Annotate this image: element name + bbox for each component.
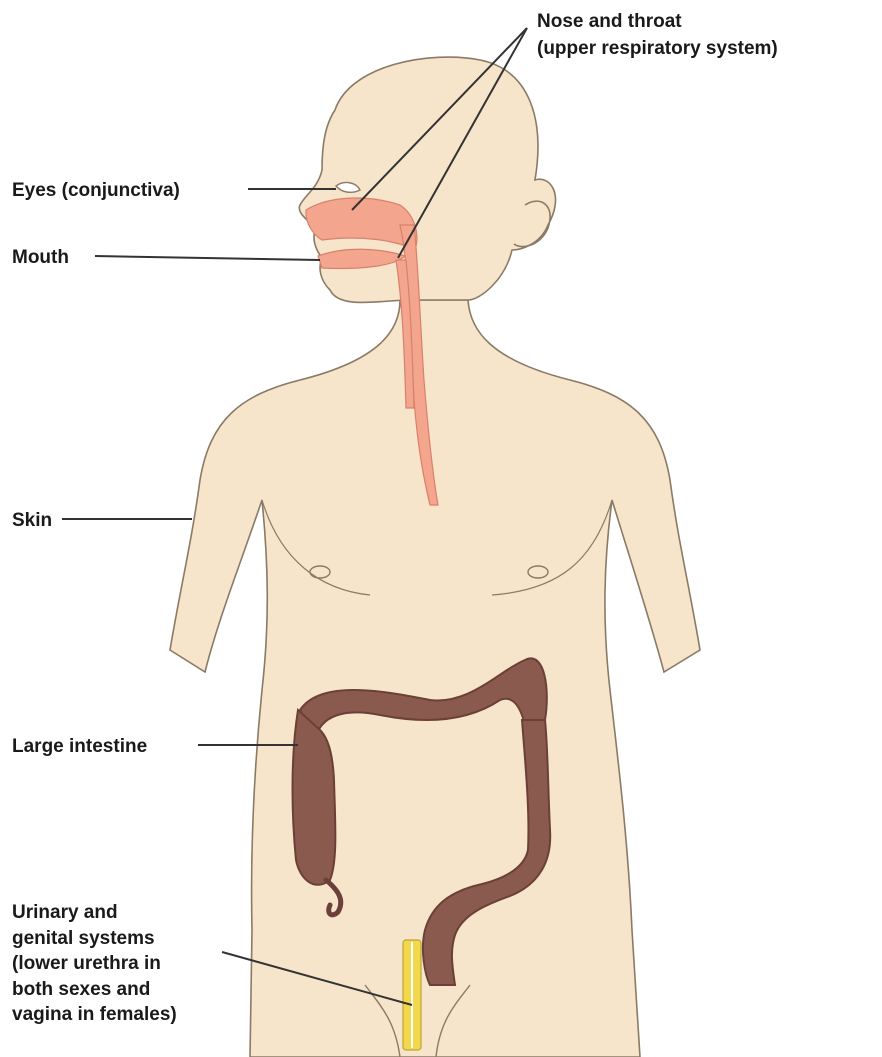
label-large-intestine: Large intestine <box>12 733 147 760</box>
label-urinary-line2: genital systems <box>12 926 177 952</box>
label-urinary-line1: Urinary and <box>12 900 177 926</box>
urethra <box>403 940 421 1050</box>
body-silhouette <box>170 57 700 1057</box>
label-nose-line1: Nose and throat <box>537 8 778 35</box>
label-nose-and-throat: Nose and throat (upper respiratory syste… <box>537 8 778 62</box>
label-eyes: Eyes (conjunctiva) <box>12 177 180 204</box>
leader-mouth <box>95 256 320 260</box>
label-urinary-genital: Urinary and genital systems (lower ureth… <box>12 900 177 1028</box>
label-nose-line2: (upper respiratory system) <box>537 35 778 62</box>
label-urinary-line4: both sexes and <box>12 977 177 1003</box>
label-urinary-line5: vagina in females) <box>12 1002 177 1028</box>
label-urinary-line3: (lower urethra in <box>12 951 177 977</box>
label-skin: Skin <box>12 507 52 534</box>
label-mouth: Mouth <box>12 244 69 271</box>
